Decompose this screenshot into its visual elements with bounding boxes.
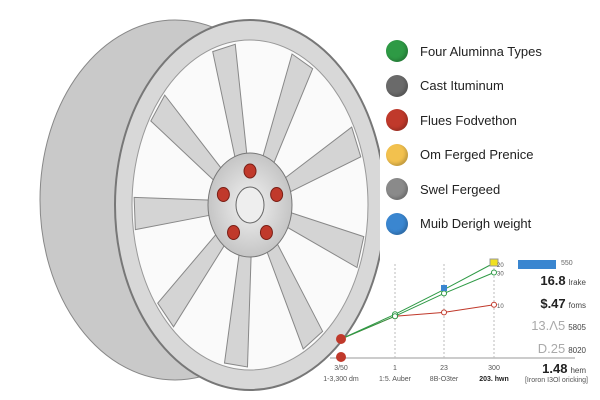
- legend: Four Aluminna Types Cast Ituminum Flues …: [386, 34, 542, 241]
- x-sublabel: 203. hwn: [479, 376, 509, 383]
- series-line: [340, 272, 495, 340]
- lug-nut-icon: [227, 224, 241, 240]
- stat-bar-label: 550: [561, 260, 573, 267]
- x-sublabel: 1:5. Auber: [379, 376, 411, 383]
- x-tick-label: 3/50: [334, 365, 348, 372]
- legend-item: Swel Fergeed: [386, 172, 542, 207]
- legend-item: Four Aluminna Types: [386, 34, 542, 69]
- series-line: [340, 304, 495, 340]
- lug-nut-icon: [259, 225, 273, 241]
- data-point: [441, 290, 447, 297]
- color-dot-icon: [386, 178, 408, 201]
- data-point: [491, 269, 497, 276]
- lug-nut-icon: [243, 163, 257, 179]
- color-dot-icon: [386, 143, 408, 166]
- color-dot-icon: [386, 40, 408, 63]
- series-line: [340, 262, 495, 340]
- point-label: 20: [497, 263, 504, 269]
- alloy-wheel-illustration: [39, 19, 380, 391]
- data-point: [392, 313, 398, 320]
- lug-nut-icon: [270, 187, 284, 203]
- x-tick-label: 23: [440, 365, 448, 372]
- point-label: 30: [497, 272, 504, 278]
- color-dot-icon: [386, 212, 408, 235]
- lug-nut-icon: [216, 186, 230, 202]
- legend-item: Cast Ituminum: [386, 69, 542, 104]
- x-sublabel: 1-3,300 dm: [323, 376, 359, 383]
- highlight-marker: [489, 258, 499, 267]
- data-point: [336, 334, 346, 344]
- color-dot-icon: [386, 74, 408, 97]
- x-tick-label: 300: [488, 365, 500, 372]
- x-sublabel: 8B-O3ter: [429, 376, 459, 383]
- legend-item: Flues Fodvethon: [386, 103, 542, 138]
- color-dot-icon: [386, 109, 408, 132]
- data-point: [491, 301, 497, 308]
- stat-bar: [518, 260, 556, 269]
- legend-item: Muib Derigh weight: [386, 207, 542, 242]
- point-label: 10: [497, 304, 504, 310]
- extra-data-point: [336, 352, 346, 362]
- data-point: [441, 309, 447, 316]
- highlight-marker: [441, 285, 447, 291]
- x-tick-label: 1: [393, 365, 397, 372]
- stat-footnote: [Iroron I3Ol oricking]: [524, 377, 588, 384]
- legend-item: Om Ferged Prenice: [386, 138, 542, 173]
